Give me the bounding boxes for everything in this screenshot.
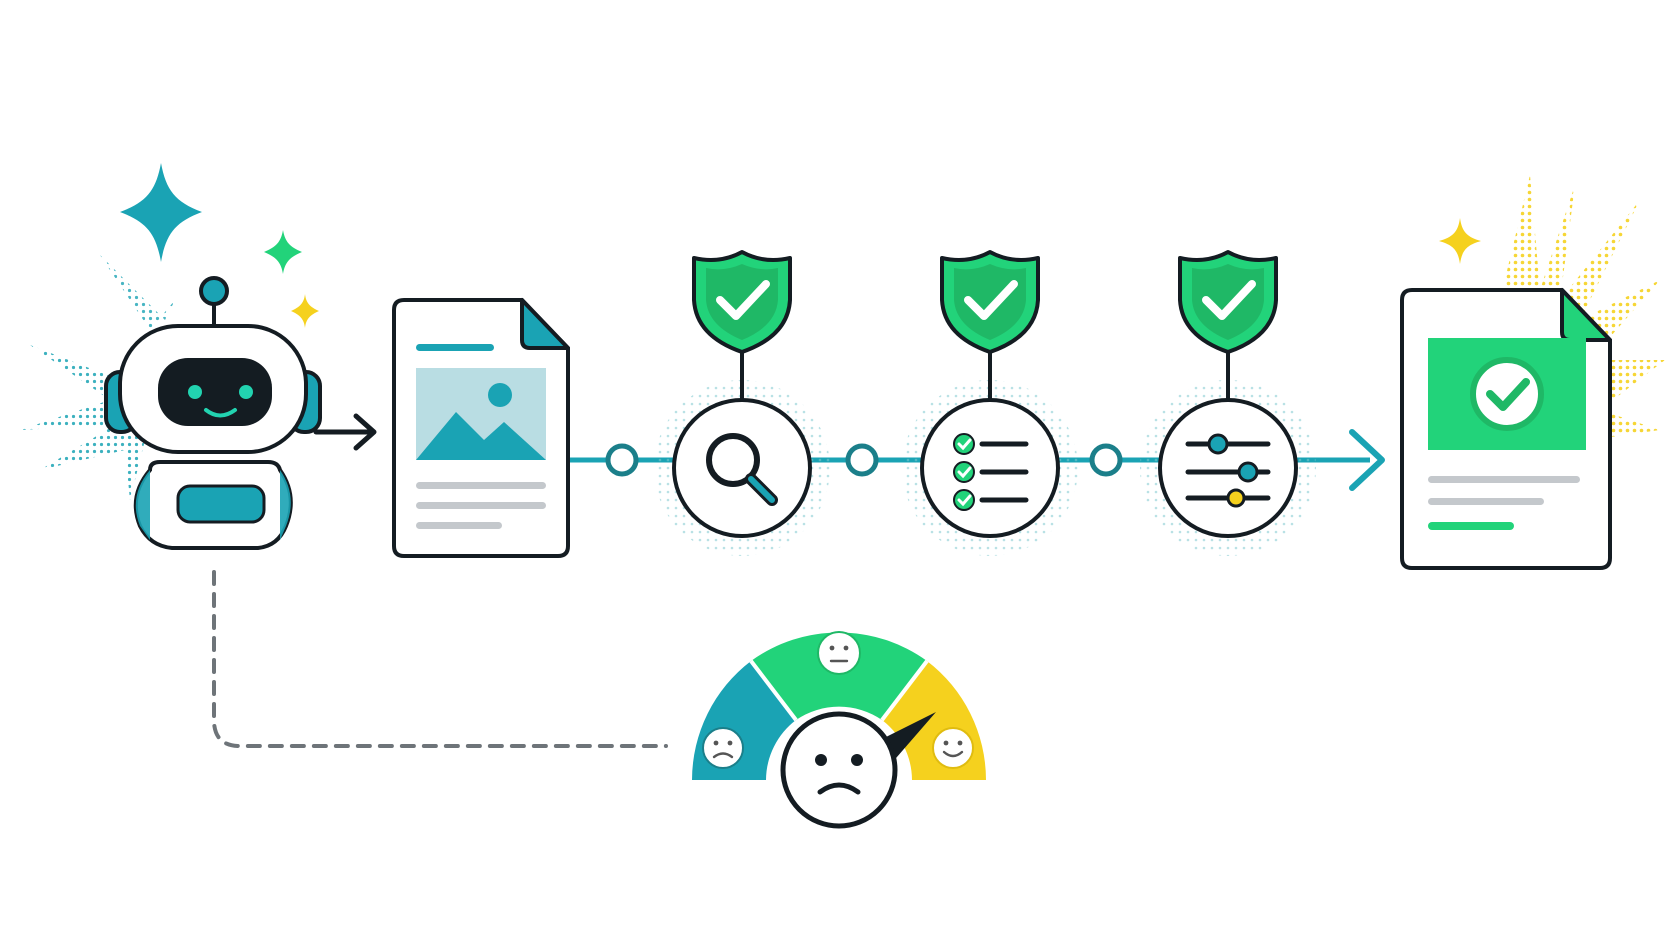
check-stage-adjust xyxy=(1140,250,1316,556)
sparkle-green-icon xyxy=(264,230,302,274)
feedback-dashed-path xyxy=(212,570,668,748)
check-stage-checklist xyxy=(902,250,1078,556)
approved-burst xyxy=(1500,175,1665,440)
checklist-icon xyxy=(953,433,1029,511)
happy-face-icon xyxy=(932,727,974,769)
robot-icon xyxy=(104,276,322,550)
neutral-face-icon xyxy=(817,631,861,675)
shield-check-icon xyxy=(1178,250,1278,354)
shield-check-icon xyxy=(692,250,792,354)
check-stage-search xyxy=(654,250,830,556)
connector-node xyxy=(605,443,639,477)
connector-node xyxy=(845,443,879,477)
sparkle-large-icon xyxy=(120,163,202,262)
sparkle-yellow-icon xyxy=(291,294,319,328)
image-document-icon xyxy=(392,298,570,558)
arrow-to-document xyxy=(313,413,377,451)
magnifier-icon xyxy=(706,433,778,506)
shield-check-icon xyxy=(940,250,1040,354)
center-sad-face-icon xyxy=(780,711,898,829)
connector-node xyxy=(1089,443,1123,477)
sliders-icon xyxy=(1185,433,1271,508)
approved-document-icon xyxy=(1400,288,1612,570)
sparkle-yellow-icon xyxy=(1439,218,1481,264)
sentiment-gauge-icon xyxy=(692,631,986,829)
sad-face-icon xyxy=(702,727,744,769)
